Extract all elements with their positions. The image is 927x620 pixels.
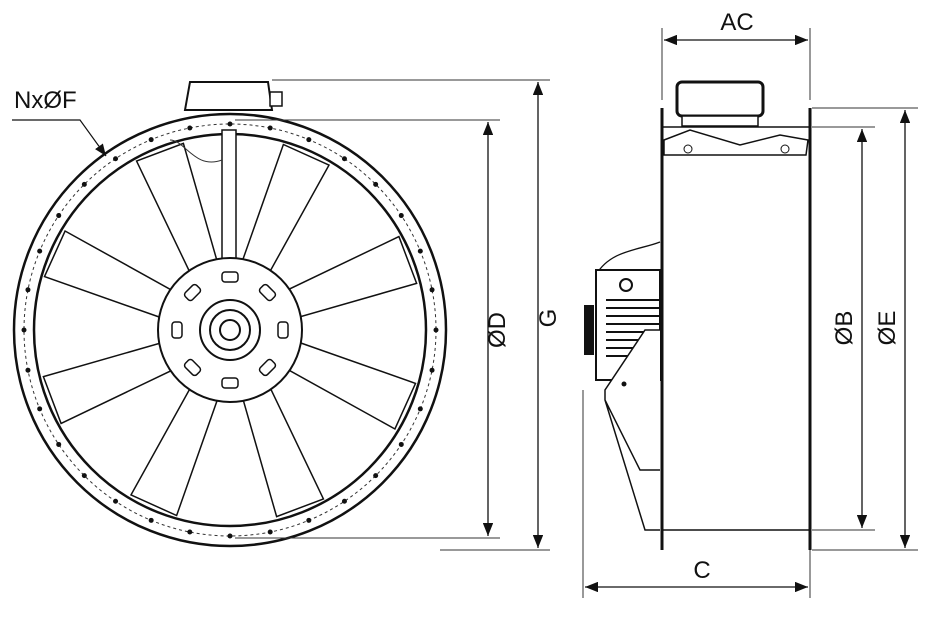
bolt-hole <box>148 137 154 143</box>
bolt-hole <box>227 533 233 539</box>
label-diameter-b: ØB <box>831 311 858 346</box>
blade-clamp <box>183 283 202 302</box>
bolt-hole <box>148 517 154 523</box>
bracket-hole <box>780 144 790 154</box>
label-holes: NxØF <box>14 87 77 114</box>
outer-flange <box>12 112 448 548</box>
blade-clamp <box>221 271 239 283</box>
label-diameter-e: ØE <box>874 311 901 346</box>
cable-gland <box>269 91 283 107</box>
lifting-eye <box>619 278 633 292</box>
bolt-hole <box>56 213 62 219</box>
bolt-hole <box>81 181 87 187</box>
bolt-hole <box>187 125 193 131</box>
cable <box>169 139 223 163</box>
blade-clamps <box>171 271 289 389</box>
guard-screw <box>621 381 627 387</box>
motor-strut <box>221 129 237 261</box>
bolt-hole <box>37 248 43 254</box>
leader-holes <box>12 119 107 157</box>
terminal-box-side <box>675 80 765 118</box>
terminal-box <box>183 81 274 111</box>
bolt-hole <box>373 473 379 479</box>
blade-clamp <box>183 358 202 377</box>
mounting-bracket <box>663 129 809 156</box>
bolt-hole <box>306 137 312 143</box>
bolt-hole <box>373 181 379 187</box>
bolt-hole <box>187 529 193 535</box>
bolt-hole <box>25 367 31 373</box>
blade-clamp <box>277 321 289 339</box>
bolt-hole <box>429 367 435 373</box>
bolt-hole <box>113 498 119 504</box>
bolt-holes <box>21 121 439 539</box>
bolt-hole <box>21 327 27 333</box>
bolt-hole <box>56 441 62 447</box>
shaft <box>219 319 241 341</box>
bolt-hole <box>398 213 404 219</box>
bolt-hole <box>417 248 423 254</box>
label-c: C <box>693 557 710 584</box>
bolt-hole <box>341 498 347 504</box>
bolt-hole <box>398 441 404 447</box>
bolt-hole <box>433 327 439 333</box>
bolt-hole <box>429 287 435 293</box>
bolt-hole <box>417 406 423 412</box>
blade-clamp <box>171 321 183 339</box>
bolt-hole <box>227 121 233 127</box>
label-ac: AC <box>720 9 753 36</box>
blade-clamp <box>258 283 277 302</box>
impeller-blades <box>42 142 418 518</box>
front-view <box>12 81 448 548</box>
bolt-hole <box>267 125 273 131</box>
label-g: G <box>535 309 562 328</box>
bolt-hole <box>267 529 273 535</box>
motor-endcap <box>584 305 594 355</box>
terminal-base <box>681 115 759 127</box>
bolt-hole <box>37 406 43 412</box>
bolt-hole <box>81 473 87 479</box>
blade-clamp <box>258 358 277 377</box>
bolt-hole <box>341 156 347 162</box>
motor-guard <box>604 329 660 531</box>
bolt-hole <box>113 156 119 162</box>
motor-cable <box>595 241 661 276</box>
blade-clamp <box>221 377 239 389</box>
bolt-hole <box>25 287 31 293</box>
side-view <box>584 80 812 550</box>
bolt-hole <box>306 517 312 523</box>
label-diameter-d: ØD <box>484 312 511 348</box>
bracket-hole <box>683 144 693 154</box>
